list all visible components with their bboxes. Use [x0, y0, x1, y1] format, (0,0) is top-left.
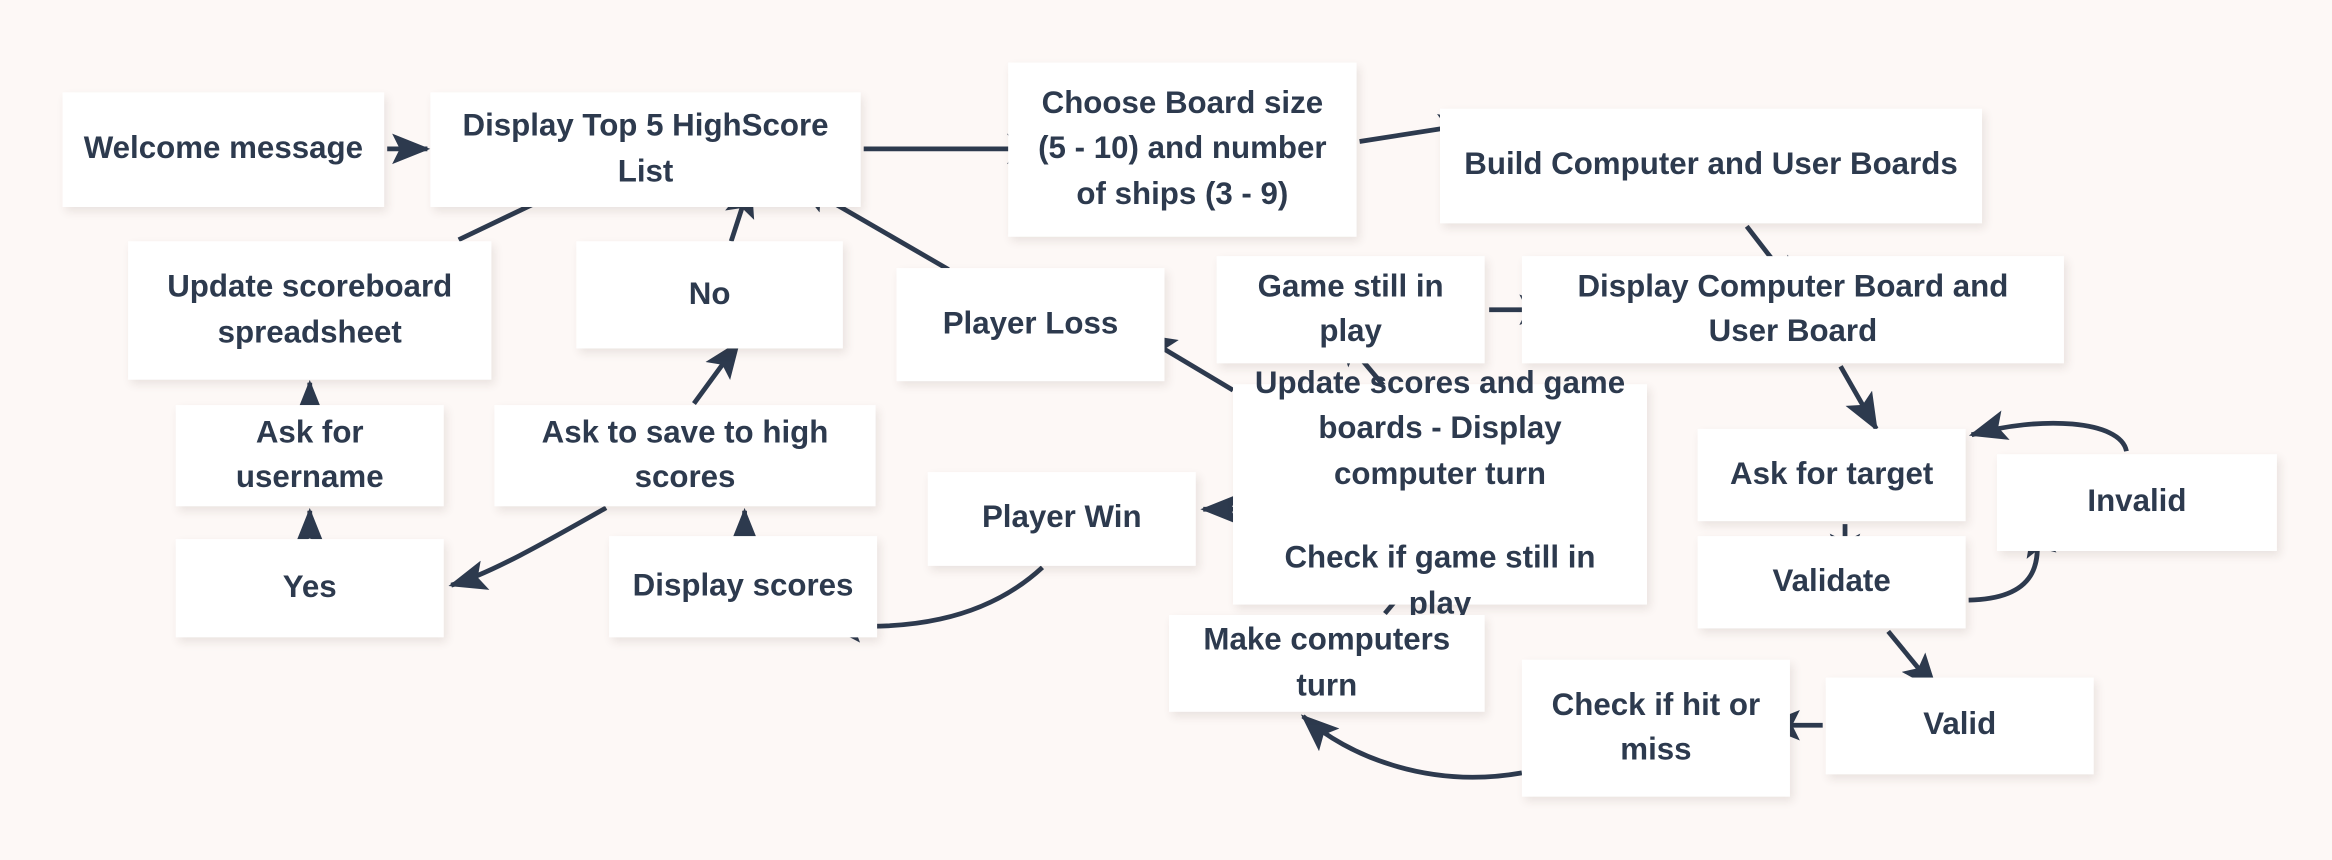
node-label: Ask for username — [235, 414, 384, 495]
node-player-loss[interactable]: Player Loss — [896, 268, 1165, 382]
node-update-scoreboard-spreadsheet[interactable]: Update scoreboard spreadsheet — [128, 241, 492, 380]
node-label: Update scores and game boards - Display … — [1254, 366, 1626, 492]
node-build-computer-and-user-boards[interactable]: Build Computer and User Boards — [1440, 108, 1983, 224]
node-label: Ask to save to high scores — [541, 414, 829, 495]
node-label: No — [688, 276, 731, 311]
node-label: Check if hit or miss — [1551, 687, 1761, 767]
node-label: Validate — [1772, 564, 1891, 599]
node-yes[interactable]: Yes — [175, 539, 444, 638]
node-label: Update scoreboard spreadsheet — [167, 269, 453, 350]
edge-asksave-no — [692, 340, 741, 405]
edge-displayboards-asktarget — [1838, 365, 1879, 432]
node-label: Build Computer and User Boards — [1464, 147, 1958, 183]
node-invalid[interactable]: Invalid — [1996, 454, 2277, 551]
node-label: Game still in play — [1257, 268, 1444, 349]
node-choose-board-size[interactable]: Choose Board size (5 - 10) and number of… — [1008, 62, 1357, 237]
node-update-scores-and-game-boards[interactable]: Update scores and game boards - Display … — [1233, 366, 1647, 620]
node-label: Player Win — [981, 500, 1142, 536]
edge-invalid-asktarget — [1968, 410, 2129, 452]
node-ask-for-target[interactable]: Ask for target — [1697, 428, 1966, 522]
node-display-computer-board-and-user-board[interactable]: Display Computer Board and User Board — [1521, 256, 2064, 364]
node-display-top5-highscore-list[interactable]: Display Top 5 HighScore List — [430, 92, 861, 207]
node-valid[interactable]: Valid — [1825, 677, 2094, 775]
node-label: Choose Board size (5 - 10) and number of… — [1038, 86, 1327, 212]
node-check-if-hit-or-miss[interactable]: Check if hit or miss — [1521, 659, 1790, 797]
node-label: Yes — [282, 570, 337, 605]
node-player-win[interactable]: Player Win — [927, 472, 1196, 566]
node-label: Display Top 5 HighScore List — [462, 108, 829, 189]
node-ask-for-username[interactable]: Ask for username — [175, 405, 444, 507]
node-label: Invalid — [2087, 484, 2187, 519]
node-label: Ask for target — [1729, 456, 1934, 492]
node-label-secondary: Check if game still in play — [1284, 540, 1596, 621]
node-label: Display Computer Board and User Board — [1577, 268, 2009, 349]
node-validate[interactable]: Validate — [1697, 536, 1966, 629]
node-welcome-message[interactable]: Welcome message — [62, 92, 385, 207]
node-label: Display scores — [632, 568, 854, 603]
node-label: Player Loss — [942, 306, 1119, 341]
node-label: Valid — [1923, 707, 1997, 743]
node-no[interactable]: No — [576, 241, 843, 349]
node-display-scores[interactable]: Display scores — [609, 536, 878, 638]
node-label: Make computers turn — [1203, 622, 1451, 703]
node-ask-to-save-to-high-scores[interactable]: Ask to save to high scores — [494, 405, 876, 507]
edge-asksave-yes — [448, 505, 608, 590]
node-make-computers-turn[interactable]: Make computers turn — [1168, 615, 1485, 712]
edge-checkhit-makecompturn — [1300, 714, 1523, 780]
node-label: Welcome message — [83, 131, 364, 166]
node-game-still-in-play[interactable]: Game still in play — [1216, 256, 1485, 364]
